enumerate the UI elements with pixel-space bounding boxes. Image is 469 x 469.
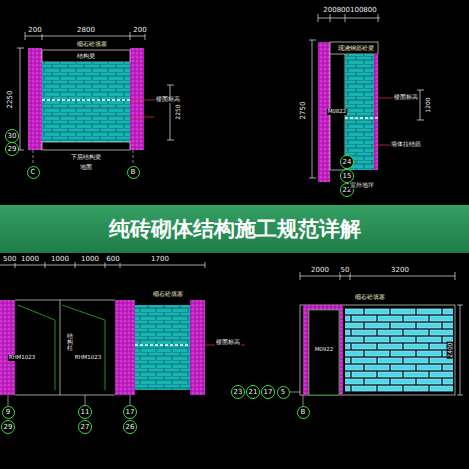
grid-circle: 29 [1, 420, 15, 434]
grid-circle: 5 [277, 386, 290, 399]
dimension-text: 1700 [150, 256, 170, 263]
grid-circle: B [127, 166, 140, 179]
grid-number: B [301, 409, 306, 416]
grid-circle: B [297, 406, 310, 419]
dimension-text: 1200 [425, 96, 431, 113]
dimension-text: 2250 [175, 103, 181, 120]
grid-circle: 15 [340, 169, 354, 183]
note-text: RHM1023 [8, 355, 37, 361]
grid-number: B [131, 169, 136, 176]
grid-circle: C [27, 166, 40, 179]
grid-number: 5 [281, 389, 285, 396]
grid-number: 17 [264, 389, 273, 396]
note-text: M0922 [314, 347, 335, 353]
dimension-text: 3200 [390, 267, 410, 274]
grid-number: 11 [81, 409, 90, 416]
note-text: 室外地坪 [349, 183, 375, 189]
dimension-text: 2250 [7, 89, 14, 109]
grid-number: 17 [126, 409, 135, 416]
note-text: 下层结构梁 [70, 155, 102, 161]
grid-circle: 30 [5, 129, 19, 143]
grid-number: 30 [8, 133, 17, 140]
dimension-text: 50 [340, 267, 351, 274]
grid-circle: 24 [340, 155, 354, 169]
grid-number: 29 [4, 424, 13, 431]
note-text: 楼面标高 [215, 340, 241, 346]
note-text: 墙体拉结筋 [390, 142, 422, 148]
grid-circle: 11 [78, 405, 92, 419]
dimension-text: 200 [132, 27, 147, 34]
dimension-text: 200800100800 [322, 7, 377, 14]
grid-circle: 17 [123, 405, 137, 419]
grid-number: 23 [234, 389, 243, 396]
grid-number: 15 [343, 173, 352, 180]
note-text: 细石砼填塞 [354, 294, 386, 300]
note-text: 现浇钢筋砼梁 [337, 45, 375, 51]
grid-number: C [31, 169, 36, 176]
grid-circle: 23 [231, 385, 245, 399]
dimension-text: 500 [2, 256, 17, 263]
grid-number: 26 [126, 424, 135, 431]
note-text: 细石砼填塞 [152, 291, 184, 297]
note-text: M0822 [327, 109, 348, 115]
dimension-text: 2400 [447, 341, 453, 358]
grid-circle: 29 [5, 142, 19, 156]
dimension-text: 1000 [20, 256, 40, 263]
dimension-text: 1000 [50, 256, 70, 263]
note-text: 结构柱 [66, 333, 74, 351]
note-text: 细石砼填塞 [76, 41, 108, 47]
grid-circle: 9 [2, 406, 15, 419]
dimension-text: 2000 [310, 267, 330, 274]
dimension-text: 600 [105, 256, 120, 263]
dimension-text: 2750 [300, 100, 307, 120]
dimension-text: 200 [27, 27, 42, 34]
grid-number: 24 [343, 159, 352, 166]
grid-number: 21 [249, 389, 258, 396]
grid-circle: 26 [123, 420, 137, 434]
grid-number: 29 [8, 146, 17, 153]
note-text: RHM1023 [74, 355, 103, 361]
grid-circle: 27 [78, 420, 92, 434]
grid-number: 9 [6, 409, 10, 416]
grid-number: 27 [81, 424, 90, 431]
grid-circle: 21 [246, 385, 260, 399]
title-banner: 纯砖砌体结构施工规范详解 [0, 205, 469, 253]
dimension-text: 2800 [76, 27, 96, 34]
title-text: 纯砖砌体结构施工规范详解 [109, 215, 361, 243]
note-text: 结构梁 [76, 53, 96, 59]
grid-circle: 17 [261, 385, 275, 399]
note-text: 楼面标高 [155, 97, 181, 103]
note-text: 地面 [79, 165, 93, 171]
dimension-text: 1000 [80, 256, 100, 263]
note-text: 楼面标高 [393, 95, 419, 101]
